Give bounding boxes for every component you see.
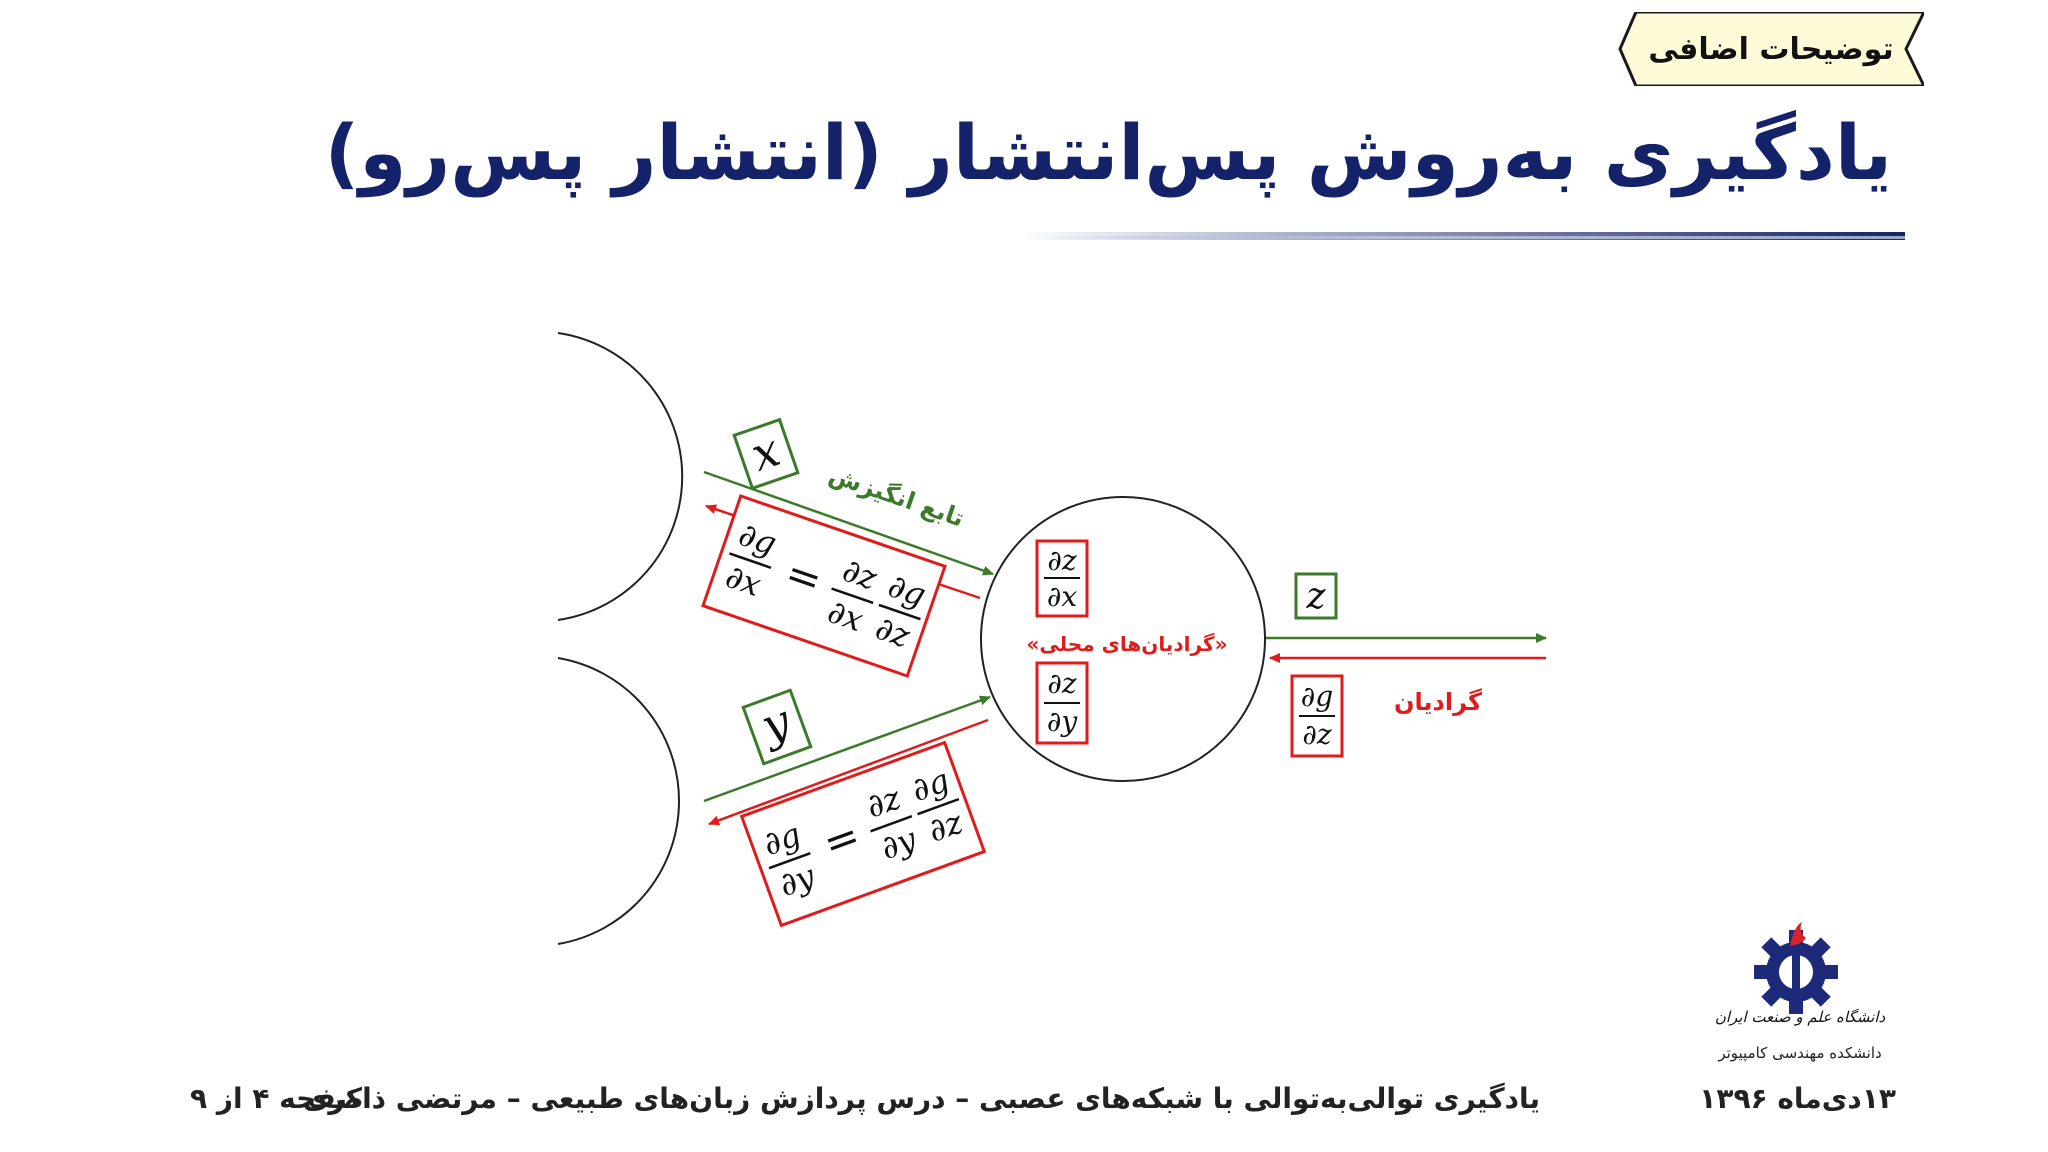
- svg-text:∂y: ∂y: [1047, 705, 1078, 738]
- local-gradient-dz-dx: ∂z ∂x: [1035, 539, 1089, 618]
- upstream-gradient-dg-dz: ∂g ∂z: [1290, 674, 1344, 758]
- tag-shape: [1618, 12, 1924, 86]
- svg-text:∂x: ∂x: [1047, 580, 1077, 613]
- input-neuron-y: [557, 657, 680, 945]
- university-name: دانشگاه علم و صنعت ایران: [1714, 1008, 1886, 1026]
- footer-course-info: یادگیری توالی‌به‌توالی با شبکه‌های عصبی …: [302, 1082, 1540, 1115]
- output-z-label: z: [1306, 576, 1327, 617]
- svg-text:∂z: ∂z: [1302, 718, 1331, 751]
- department-name: دانشکده مهندسی کامپیوتر: [1718, 1044, 1882, 1062]
- svg-text:∂z: ∂z: [1047, 667, 1076, 700]
- svg-text:∂g: ∂g: [1301, 680, 1333, 713]
- forward-arrow-y: [703, 695, 991, 803]
- input-neuron-x: [557, 332, 684, 621]
- university-logo: [1754, 922, 1838, 1014]
- title-underline-accent: [1020, 236, 1905, 239]
- chain-rule-y: ∂g ∂y = ∂z ∂y ∂g ∂z: [739, 740, 987, 928]
- gradient-label: گرادیان: [1394, 688, 1482, 716]
- extra-notes-tag: توضیحات اضافی: [1618, 12, 1924, 86]
- backward-arrow-y: [708, 718, 989, 826]
- svg-text:∂g: ∂g: [906, 761, 954, 809]
- page-number: صفحه ۴ از ۹: [190, 1082, 364, 1115]
- local-gradient-dz-dy: ∂z ∂y: [1035, 661, 1089, 745]
- output-z-box: z: [1294, 572, 1338, 620]
- chain-rule-x: ∂g ∂x = ∂z ∂x ∂g ∂z: [701, 494, 947, 678]
- local-gradients-label: «گرادیان‌های محلی»: [1027, 632, 1228, 656]
- page-title: یادگیری به‌روش پس‌انتشار (انتشار پس‌رو): [324, 108, 1892, 197]
- input-x-box: x: [732, 417, 800, 491]
- footer-date: ۱۳دی‌ماه ۱۳۹۶: [1699, 1082, 1896, 1115]
- extra-notes-label: توضیحات اضافی: [1648, 31, 1894, 67]
- input-y-box: y: [741, 688, 813, 766]
- svg-text:∂z: ∂z: [1047, 544, 1076, 577]
